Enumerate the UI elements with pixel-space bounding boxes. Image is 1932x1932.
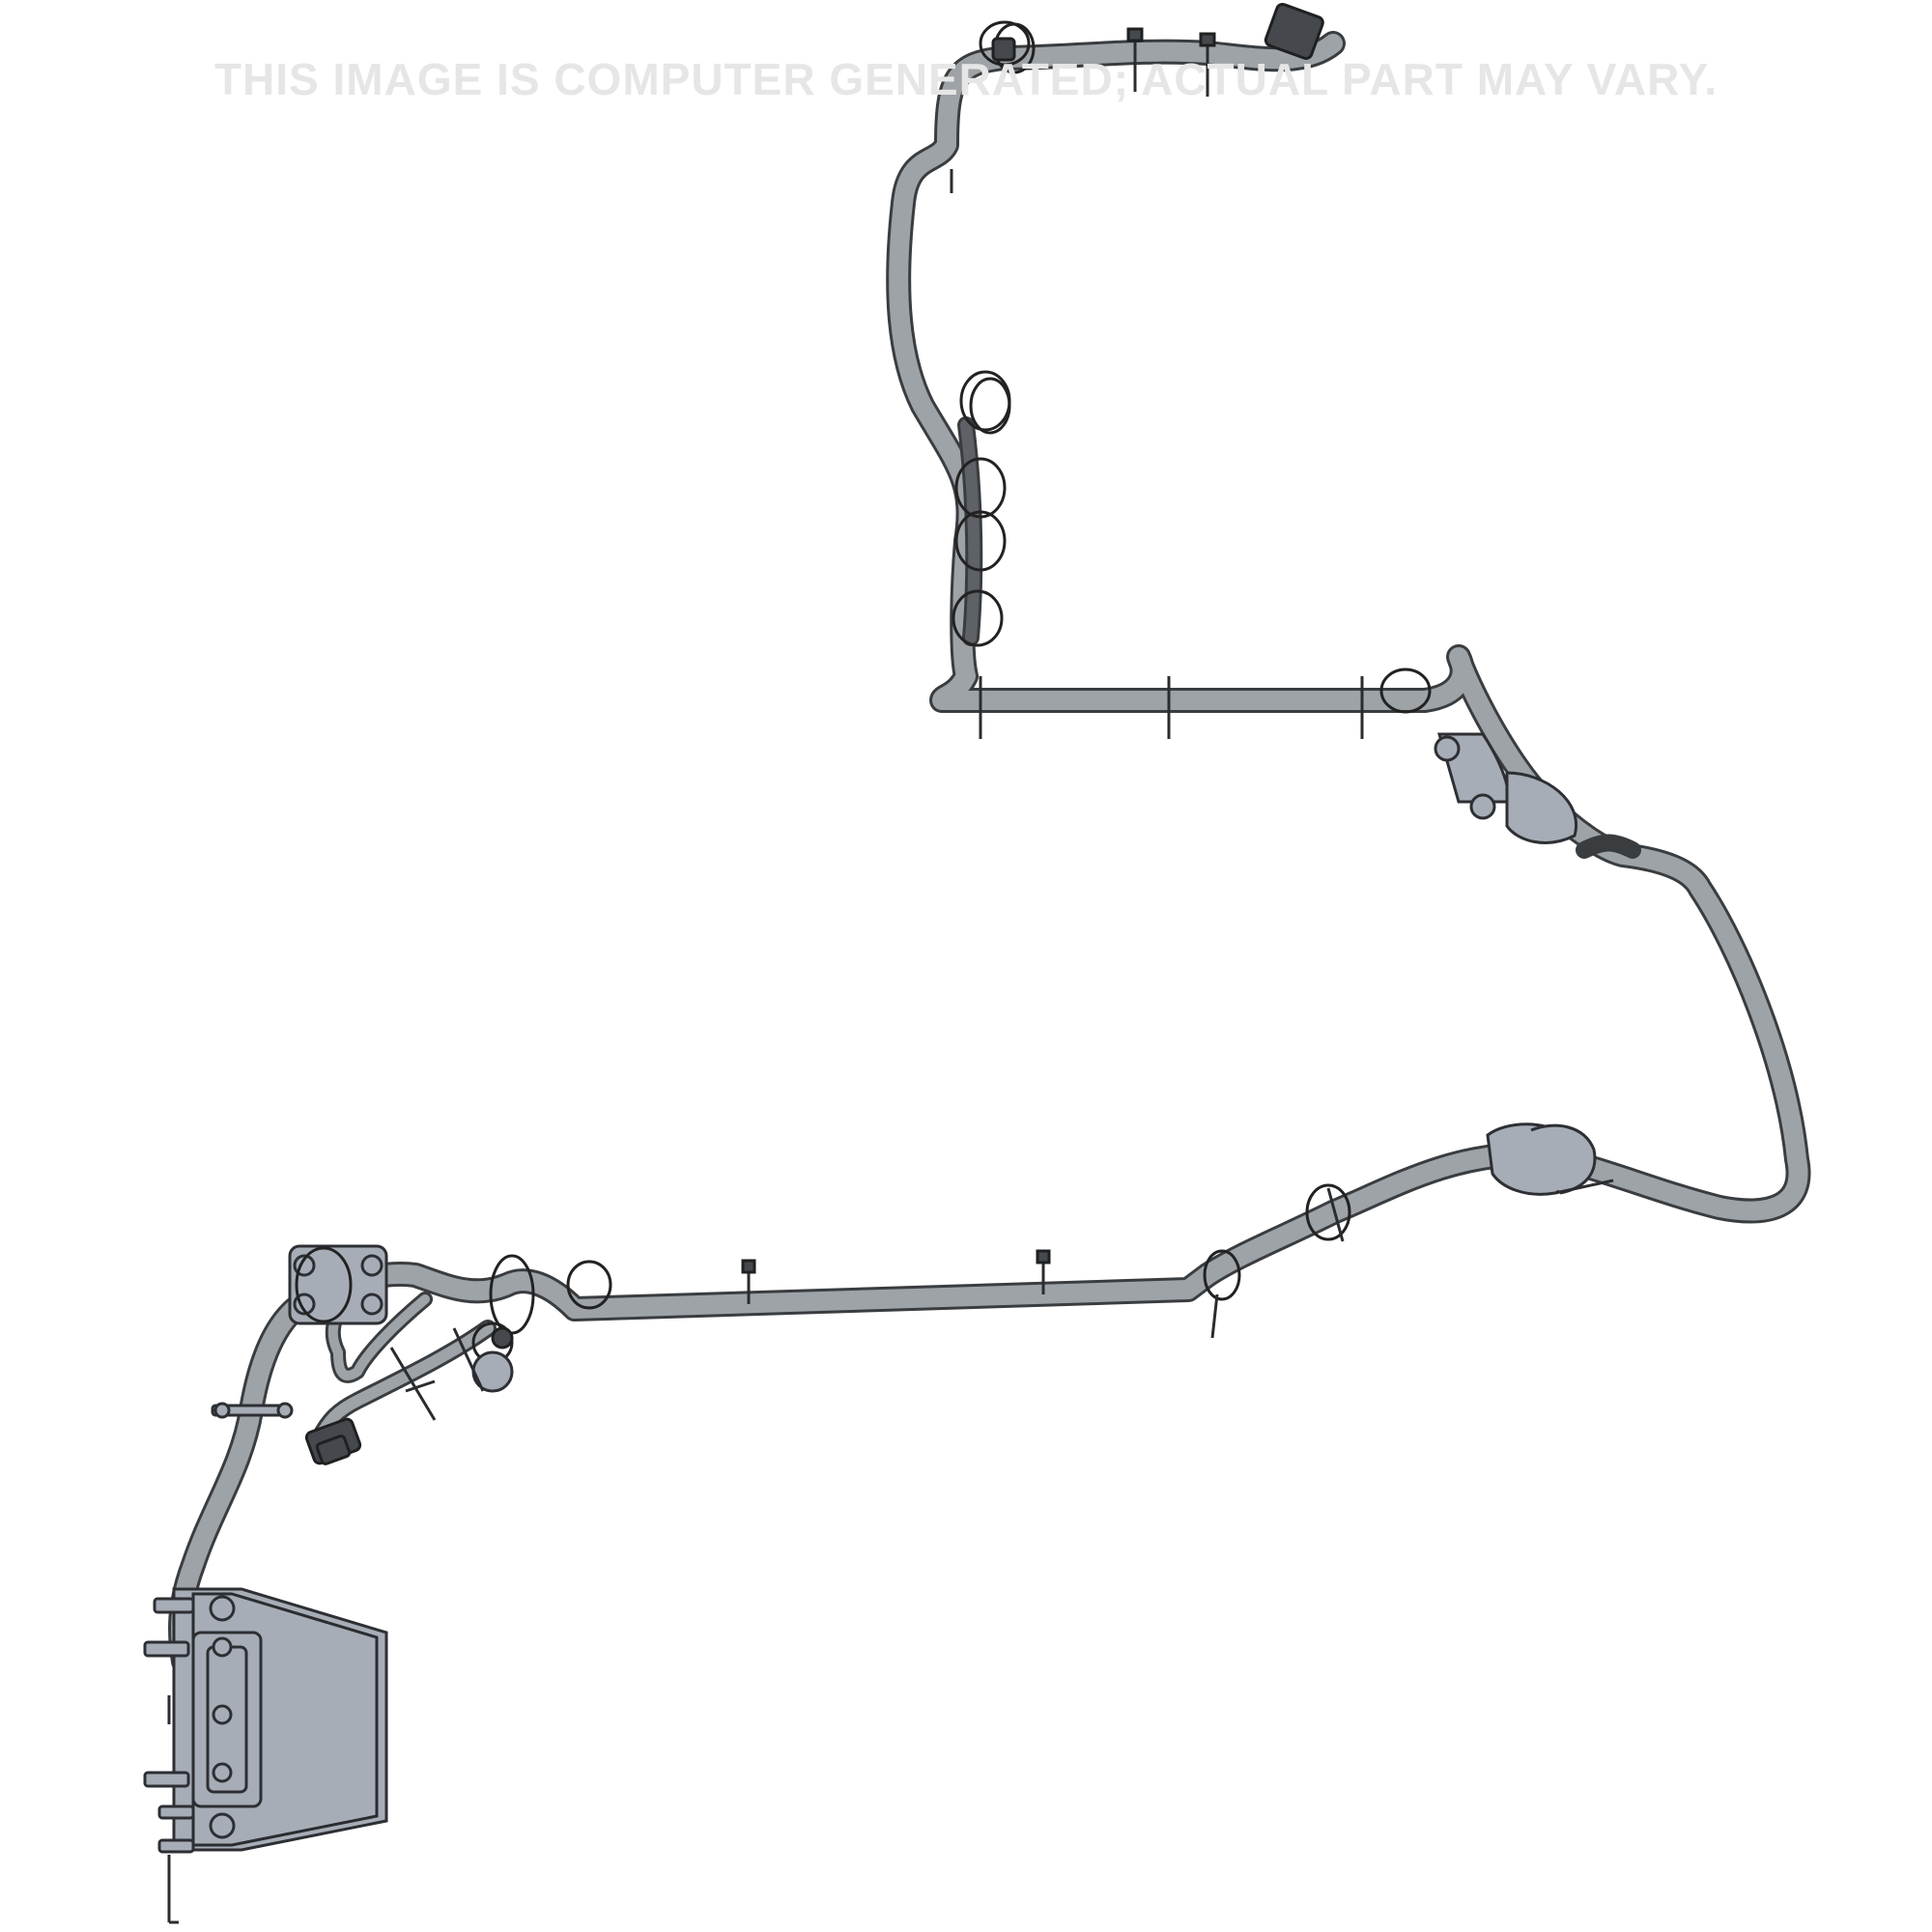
p-clip-brackets-lower [1486, 1122, 1614, 1196]
disclaimer-watermark: THIS IMAGE IS COMPUTER GENERATED; ACTUAL… [213, 54, 1719, 104]
electrical-connector [304, 1417, 362, 1465]
descending-cable-ties [211, 1402, 294, 1419]
secondary-lead-dark [957, 416, 1641, 859]
junction-mounting-plate [288, 1244, 388, 1325]
top-ties [979, 20, 1216, 97]
junction-clips [389, 1254, 535, 1421]
top-connector [1264, 2, 1324, 60]
upper-run-clips [979, 668, 1432, 739]
p-clip-brackets-upper [1434, 732, 1577, 844]
module-bracket [143, 1587, 388, 1924]
lower-run-ties [566, 1183, 1351, 1339]
main-harness-cable [168, 31, 1811, 1674]
vertical-section-clips [950, 169, 1011, 647]
